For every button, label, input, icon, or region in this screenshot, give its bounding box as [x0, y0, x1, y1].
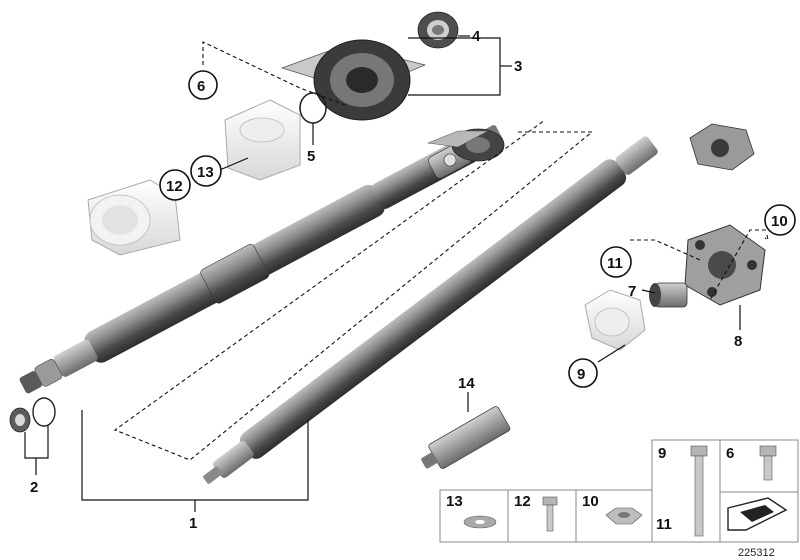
- diagram-code: 225312: [738, 547, 775, 559]
- short-bolt-icon: [542, 496, 558, 532]
- callout-5: 5: [307, 148, 315, 165]
- callout-13: 13: [190, 155, 222, 187]
- grease-tube-part: [421, 406, 511, 469]
- svg-text:9: 9: [577, 366, 585, 383]
- direction-arrow-icon: [727, 497, 788, 531]
- flange-part-lower: [87, 179, 181, 256]
- svg-text:11: 11: [607, 255, 623, 272]
- svg-text:8: 8: [734, 333, 742, 350]
- callout-1: 1: [189, 515, 197, 532]
- parts-legend: 13 12 10 9 11 6: [439, 439, 799, 543]
- callout-6: 6: [188, 70, 218, 100]
- svg-text:3: 3: [514, 58, 522, 75]
- legend-9: 9: [658, 445, 666, 462]
- svg-text:10: 10: [771, 213, 788, 230]
- long-bolt-icon: [690, 445, 708, 537]
- flexible-disc-part: [684, 224, 766, 306]
- callout-14: 14: [458, 375, 475, 392]
- callout-9: 9: [568, 358, 598, 388]
- center-bearing-part: [280, 39, 427, 121]
- legend-10: 10: [582, 493, 599, 510]
- svg-text:1: 1: [189, 515, 197, 532]
- svg-text:4: 4: [472, 28, 481, 45]
- svg-text:7: 7: [628, 283, 636, 300]
- flange-part-right: [584, 289, 646, 351]
- callout-4: 4: [472, 28, 481, 45]
- callout-10: 10: [764, 204, 796, 236]
- callout-3: 3: [514, 58, 522, 75]
- svg-text:12: 12: [166, 178, 183, 195]
- nut-and-ring-part: [9, 397, 56, 433]
- washer-hole: [475, 520, 485, 524]
- bush-part: [649, 282, 688, 308]
- legend-11: 11: [656, 516, 672, 533]
- bolt-icon: [759, 445, 777, 481]
- svg-text:14: 14: [458, 375, 475, 392]
- propeller-shaft-front: [19, 125, 505, 394]
- ball-bearing-part: [417, 11, 459, 49]
- callout-2: 2: [30, 479, 38, 496]
- svg-text:13: 13: [197, 164, 214, 181]
- propeller-shaft-rear: [203, 123, 755, 484]
- ring-part: [299, 92, 327, 124]
- legend-13: 13: [446, 493, 463, 510]
- legend-12: 12: [514, 493, 531, 510]
- hex-nut-icon: [605, 507, 643, 525]
- callout-11: 11: [600, 246, 632, 278]
- svg-text:2: 2: [30, 479, 38, 496]
- flange-part-upper: [224, 99, 301, 181]
- svg-text:5: 5: [307, 148, 315, 165]
- svg-text:6: 6: [197, 78, 205, 95]
- callout-12: 12: [159, 169, 191, 201]
- callout-8: 8: [734, 333, 742, 350]
- legend-6: 6: [726, 445, 734, 462]
- callout-7: 7: [628, 283, 636, 300]
